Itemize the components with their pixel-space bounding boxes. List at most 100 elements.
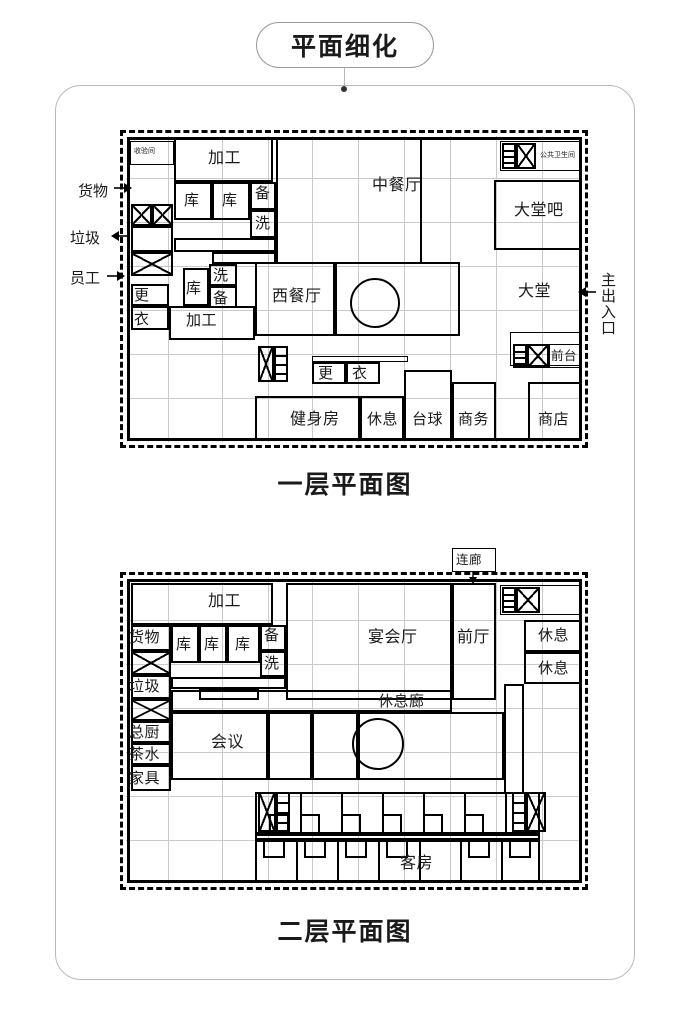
- room-label-public-restroom: 公共卫生间: [540, 152, 575, 159]
- guestroom-divider: [382, 792, 385, 834]
- guestroom-divider: [341, 792, 344, 834]
- room-label-lounge-1: 休息: [538, 627, 570, 644]
- stair-icon: [258, 346, 274, 382]
- grid-line: [542, 578, 543, 884]
- floor1-site-boundary: [120, 130, 588, 448]
- room-label-lobby: 大堂: [518, 283, 552, 300]
- room-label-preparation: 备: [264, 627, 280, 644]
- atrium-circle: [350, 278, 400, 328]
- room-label-locker-women: 衣: [352, 365, 368, 382]
- room-preparation-1: [250, 182, 276, 210]
- room-label-business: 商务: [458, 411, 490, 428]
- room-label-washing: 洗: [264, 655, 280, 672]
- room-washing: [260, 651, 286, 677]
- room-lounge-corridor: [171, 690, 452, 712]
- guestroom-divider: [460, 840, 463, 882]
- room-reception-desk: [549, 344, 582, 368]
- room-lounge-1: [524, 620, 582, 652]
- guestroom-divider: [300, 792, 303, 834]
- title-connector-dot: [341, 86, 347, 92]
- refuse-arrow-icon: [111, 231, 129, 241]
- room-storage-3: [183, 268, 209, 306]
- guestroom-bath-pod: [341, 814, 361, 834]
- room-label-storage-2: 库: [222, 192, 238, 209]
- exterior-label-refuse: 垃圾: [70, 230, 101, 247]
- guestroom-bath-pod: [423, 814, 443, 834]
- stair-icon: [502, 143, 516, 169]
- room-label-pantry: 茶水: [129, 746, 161, 763]
- grid-line: [312, 136, 313, 442]
- guestroom-divider: [423, 792, 426, 834]
- corridor-kitchen-2: [212, 252, 276, 264]
- elevator-icon: [131, 204, 152, 226]
- room-label-meeting: 会议: [211, 734, 245, 751]
- room-shop: [528, 382, 582, 440]
- room-label-goods: 货物: [129, 629, 161, 646]
- room-storage-1: [171, 625, 199, 663]
- stair-icon: [502, 587, 516, 613]
- elevator-icon: [516, 587, 540, 613]
- room-label-guest-rooms: 客房: [400, 855, 434, 872]
- room-storage-1: [174, 182, 212, 220]
- exterior-label-main-entrance: 主出入口: [599, 272, 616, 336]
- room-label-locker-men: 更: [318, 365, 334, 382]
- guestroom-bath-pod: [304, 840, 326, 858]
- elevator-icon: [527, 344, 549, 368]
- grid-line: [126, 222, 582, 223]
- stair-icon: [276, 792, 290, 832]
- room-changing-2: [131, 306, 169, 330]
- atrium-block: [335, 262, 460, 336]
- guestroom-bath-pod: [386, 840, 408, 858]
- room-label-lounge: 休息: [367, 411, 399, 428]
- room-label-storage-1: 库: [184, 192, 200, 209]
- room-billiards: [404, 370, 452, 440]
- locker-corridor: [312, 356, 408, 362]
- elevator-icon: [131, 651, 171, 675]
- room-label-preparation-1: 备: [255, 185, 271, 202]
- room-label-washing-2: 洗: [213, 267, 229, 284]
- grid-line: [126, 620, 582, 621]
- stair-icon: [258, 792, 276, 832]
- stair-icon: [526, 792, 546, 832]
- grid-line: [496, 578, 497, 884]
- guestroom-divider: [337, 840, 340, 882]
- room-label-preparation-2: 备: [213, 290, 229, 307]
- room-label-processing-top: 加工: [208, 150, 242, 167]
- room-lounge-2: [524, 652, 582, 684]
- corridor-kitchen: [171, 677, 286, 689]
- grid-line: [450, 136, 451, 442]
- guestroom-divider: [464, 792, 467, 834]
- room-label-shop: 商店: [538, 411, 570, 428]
- room-label-head-chef: 总厨: [129, 724, 161, 741]
- guestroom-bath-pod: [382, 814, 402, 834]
- room-changing-1: [131, 284, 169, 306]
- floor2-site-boundary: [120, 572, 588, 890]
- floor2-caption: 二层平面图: [277, 918, 413, 946]
- guestroom-divider: [419, 840, 422, 882]
- grid-line: [404, 136, 405, 442]
- exterior-label-goods: 货物: [78, 183, 109, 200]
- room-preparation: [260, 625, 286, 651]
- room-head-chef: [131, 721, 171, 743]
- room-washing-1: [250, 210, 276, 238]
- room-label-processing-lower: 加工: [186, 312, 218, 329]
- room-label-furniture: 家具: [129, 770, 161, 787]
- guestroom-corridor: [255, 834, 540, 840]
- exterior-label-staff: 员工: [70, 270, 101, 287]
- room-western-restaurant: [255, 262, 335, 336]
- corridor-link-box: [452, 548, 496, 572]
- guestroom-bath-pod: [468, 840, 490, 858]
- grid-line: [222, 578, 223, 884]
- room-label-changing-2: 衣: [134, 311, 150, 328]
- stair-icon: [274, 346, 288, 382]
- room-business-center: [452, 382, 496, 440]
- grid-line: [268, 136, 269, 442]
- corridor-vertical-right: [504, 684, 524, 794]
- room-pantry: [131, 743, 171, 765]
- grid-line: [126, 398, 582, 399]
- room-label-washing-1: 洗: [255, 215, 271, 232]
- grid-line: [126, 796, 582, 797]
- room-label-lounge-2: 休息: [538, 660, 570, 677]
- guestroom-divider: [501, 840, 504, 882]
- room-locker-men: [312, 362, 346, 384]
